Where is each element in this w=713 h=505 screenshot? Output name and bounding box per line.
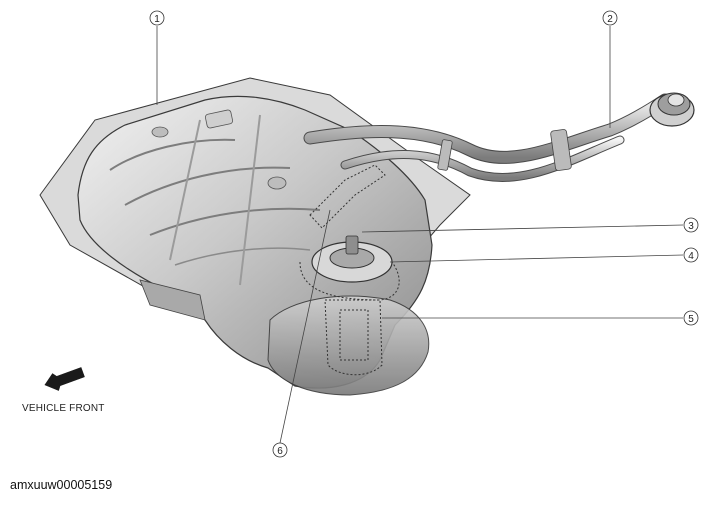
callout-number: 4: [688, 251, 694, 262]
callout-number: 2: [607, 14, 613, 25]
callout-number: 1: [154, 14, 160, 25]
arrow-icon: [44, 367, 85, 391]
callout-number: 6: [277, 446, 283, 457]
vehicle-front-label: VEHICLE FRONT: [22, 403, 105, 414]
leader-line-4: [389, 254, 684, 263]
fuel-pump-module-outline: [324, 299, 383, 376]
breather-pipe: [341, 136, 624, 182]
callout-5: 5: [683, 310, 699, 326]
tank-groove: [169, 119, 201, 261]
callout-2: 2: [602, 10, 618, 26]
filler-pipe: [304, 94, 671, 163]
leader-line-3: [361, 224, 684, 233]
callout-number: 5: [688, 314, 694, 325]
pipe-clamp: [437, 139, 453, 171]
callout-6: 6: [272, 442, 288, 458]
tank-boss: [151, 126, 169, 138]
tank-rib: [124, 166, 291, 206]
fuel-pump-module-outline: [299, 261, 400, 301]
pipe-clamp: [550, 129, 572, 171]
tank-lower-bulge: [267, 295, 430, 396]
callout-1: 1: [149, 10, 165, 26]
leader-lines: [156, 26, 684, 444]
filler-neck: [649, 92, 695, 127]
fuel-pump-module-outline: [339, 309, 369, 361]
fuel-pump-connector: [345, 235, 359, 255]
tank-boss: [204, 109, 234, 129]
tank-mount: [139, 279, 206, 321]
tank-groove: [239, 114, 261, 286]
callout-4: 4: [683, 247, 699, 263]
callout-number: 3: [688, 221, 694, 232]
tank-boss: [267, 176, 287, 190]
leader-line-6: [279, 209, 331, 444]
image-code: amxuuw00005159: [10, 478, 113, 492]
tank-rib: [109, 138, 236, 171]
callout-3: 3: [683, 217, 699, 233]
tank-rib: [149, 207, 321, 236]
internal-tube-outline: [309, 164, 386, 229]
